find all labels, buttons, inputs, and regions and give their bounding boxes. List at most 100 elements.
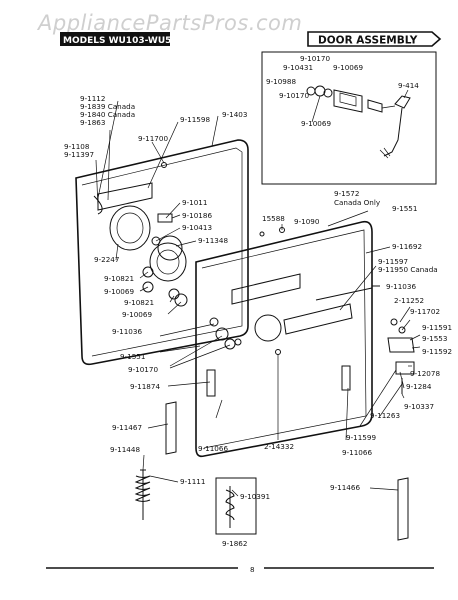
part-label: 9-12078	[410, 369, 440, 378]
switch-bracket	[394, 95, 411, 109]
washer-part	[174, 293, 188, 307]
part-label: 9-11599	[346, 433, 376, 442]
outer-door-panel	[195, 220, 373, 458]
part-label: 9-11597	[378, 257, 408, 266]
part-label: 9-10391	[240, 492, 270, 501]
part-label: 9-10069	[122, 310, 152, 319]
inset-frame	[215, 477, 257, 535]
washer-part	[142, 281, 154, 293]
washer-part	[142, 266, 154, 278]
part-label: 9-11397	[64, 150, 94, 159]
door-hole	[254, 314, 282, 342]
inset-canada-latch: 9-10170 9-10431 9-10069 9-10988 9-10170 …	[261, 51, 437, 207]
part-label: 9-10069	[104, 287, 134, 296]
detergent-cup	[109, 205, 151, 251]
lever-part	[157, 213, 173, 223]
part-label: 9-1551	[392, 204, 417, 213]
model-title: MODELS WU103-WU503	[63, 36, 184, 46]
leader-lines	[95, 100, 421, 497]
part-label: 15588	[262, 214, 285, 223]
part-label: 9-11348	[198, 236, 228, 245]
part-label: 9-1111	[180, 477, 205, 486]
grommet	[209, 317, 219, 327]
part-label: 9-11066	[198, 444, 228, 453]
spring-clip	[93, 195, 103, 215]
spring-part	[225, 486, 235, 528]
inset-caption: 9-1862	[222, 539, 247, 548]
part-label: 9-10337	[404, 402, 434, 411]
part-label: 9-11874	[130, 382, 160, 391]
watermark-text: AppliancePartsPros.com	[36, 11, 302, 35]
part-labels: 9-1112 9-1839 Canada 9-1840 Canada 9-186…	[64, 94, 452, 501]
latch-housing	[333, 89, 363, 113]
part-label: 9-11598	[180, 115, 210, 124]
inner-door-panel	[75, 139, 249, 366]
dispenser-cap	[157, 235, 183, 261]
part-label: 9-11950 Canada	[378, 265, 438, 274]
grommet	[234, 338, 242, 346]
wire-lead	[383, 107, 403, 157]
rinse-dispenser	[149, 242, 187, 282]
vent-slot	[97, 182, 153, 211]
page-footer: 8	[46, 565, 434, 574]
inset-label: 9-10170	[300, 54, 330, 63]
part-label: 9-10821	[104, 274, 134, 283]
part-label: 9-11692	[392, 242, 422, 251]
switch-body	[367, 99, 383, 113]
part-label: 9-11066	[342, 448, 372, 457]
inset-frame	[261, 51, 437, 185]
washer-part	[168, 288, 180, 300]
part-label: 9-10821	[124, 298, 154, 307]
grommet	[215, 327, 229, 341]
part-label: 9-1108	[64, 142, 90, 151]
part-label: 9-1840 Canada	[80, 110, 135, 119]
part-label: 9-11467	[112, 423, 142, 432]
part-label: 9-11702	[410, 307, 440, 316]
part-label: 9-2247	[94, 255, 119, 264]
part-label: 9-11448	[110, 445, 140, 454]
washer-part	[323, 88, 333, 98]
screw	[259, 231, 265, 237]
part-label: 9-1284	[406, 382, 432, 391]
latch-window	[339, 92, 357, 107]
part-label: 2-11252	[394, 296, 424, 305]
inset-caption-part: 9-1572	[334, 189, 359, 198]
left-hinge	[165, 401, 177, 455]
part-label: 9-10186	[182, 211, 212, 220]
screw	[390, 318, 398, 326]
part-label: 9-10413	[182, 223, 212, 232]
part-label: 9-1011	[182, 198, 207, 207]
inset-caption-note: Canada Only	[334, 198, 381, 207]
section-title-box	[307, 31, 442, 47]
part-label: 9-1090	[294, 217, 320, 226]
screw	[398, 326, 406, 334]
part-label: 9-1839 Canada	[80, 102, 135, 111]
section-title: DOOR ASSEMBLY	[318, 35, 418, 47]
right-hinge	[397, 477, 409, 541]
door-bracket	[341, 365, 351, 391]
part-label: 9-11591	[422, 323, 452, 332]
inset-label: 9-10170	[279, 91, 309, 100]
inset-label: 9-10431	[283, 63, 313, 72]
door-spring	[134, 475, 151, 502]
page-number: 8	[250, 565, 255, 574]
part-label: 9-1553	[422, 334, 447, 343]
part-label: 9-1551	[120, 352, 145, 361]
hinges-and-springs	[134, 401, 409, 541]
part-label: 9-1863	[80, 118, 105, 127]
part-label: 9-11036	[386, 282, 416, 291]
handle-slot	[231, 273, 301, 305]
part-label: 9-11592	[422, 347, 452, 356]
part-label: 9-1112	[80, 94, 105, 103]
inset-label: 9-10069	[301, 119, 331, 128]
model-banner	[60, 32, 170, 46]
inset-label: 9-414	[398, 81, 419, 90]
grommet	[224, 338, 236, 350]
part-label: 9-10170	[128, 365, 158, 374]
loose-parts	[142, 162, 380, 307]
washer-part	[314, 85, 326, 97]
inset-label: 9-10988	[266, 77, 296, 86]
part-label: 2-14332	[264, 442, 294, 451]
inset-spring: 9-1862	[215, 477, 257, 548]
